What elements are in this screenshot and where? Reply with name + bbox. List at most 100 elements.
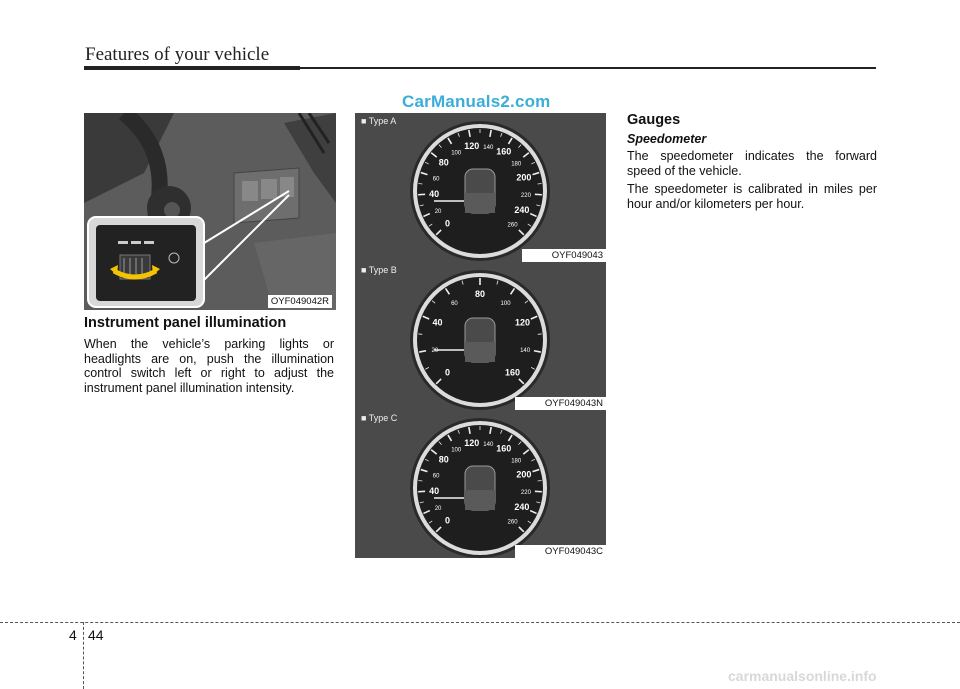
dial-tick bbox=[422, 315, 430, 320]
dial-tick bbox=[447, 434, 453, 442]
dial-label: 0 bbox=[445, 219, 450, 229]
dial-label: 100 bbox=[501, 301, 512, 307]
center-display-lower bbox=[465, 490, 495, 510]
dial-label: 200 bbox=[516, 469, 531, 479]
dial-tick bbox=[424, 161, 429, 165]
dial-tick bbox=[532, 171, 540, 176]
dial-label: 240 bbox=[514, 205, 529, 215]
dial-label: 60 bbox=[433, 473, 440, 479]
dial-tick bbox=[518, 229, 525, 236]
dial-tick bbox=[438, 441, 442, 445]
dial-tick bbox=[532, 468, 540, 473]
dial-tick bbox=[444, 288, 451, 295]
dial-tick bbox=[430, 152, 438, 158]
header-rule-accent bbox=[84, 66, 300, 70]
dial-tick bbox=[435, 378, 442, 385]
dial-tick bbox=[428, 223, 433, 227]
dial-label: 80 bbox=[439, 455, 449, 465]
watermark-top: CarManuals2.com bbox=[402, 92, 551, 111]
dial-tick bbox=[430, 449, 438, 455]
dial-tick bbox=[530, 366, 535, 370]
dial-tick bbox=[527, 520, 532, 524]
dial-label: 120 bbox=[515, 317, 530, 327]
footer-rule bbox=[0, 622, 960, 623]
dial-label: 0 bbox=[445, 516, 450, 526]
dial-tick bbox=[424, 458, 429, 462]
dial-tick bbox=[507, 434, 513, 442]
dial-label: 20 bbox=[435, 506, 442, 512]
dial-tick bbox=[527, 223, 532, 227]
speedometer-paragraph-2: The speedometer is calibrated in miles p… bbox=[627, 182, 877, 211]
dial-tick bbox=[530, 315, 538, 320]
section-heading-illumination: Instrument panel illumination bbox=[84, 315, 287, 331]
dial-tick bbox=[447, 137, 453, 145]
section-heading-gauges: Gauges bbox=[627, 112, 681, 128]
dial-label: 260 bbox=[508, 520, 519, 526]
dial-tick bbox=[435, 229, 442, 236]
dial-label: 60 bbox=[433, 176, 440, 182]
watermark-bottom: carmanualsonline.info bbox=[728, 668, 877, 684]
dial-label: 60 bbox=[451, 301, 458, 307]
dial-tick bbox=[438, 144, 442, 148]
dial-tick bbox=[533, 349, 541, 353]
dial-tick bbox=[522, 152, 530, 158]
dial-tick bbox=[419, 349, 427, 353]
figure-code: OYF049043 bbox=[521, 249, 606, 262]
dial-tick bbox=[500, 429, 503, 434]
dial-tick bbox=[457, 429, 460, 434]
dial-tick bbox=[468, 129, 471, 138]
dial-tick bbox=[518, 441, 522, 445]
dial-label: 220 bbox=[521, 490, 532, 496]
dial-tick bbox=[423, 509, 431, 515]
dial-label: 40 bbox=[429, 189, 439, 199]
dial-label: 160 bbox=[496, 444, 511, 454]
dial-label: 200 bbox=[516, 172, 531, 182]
dial-tick bbox=[423, 212, 431, 218]
dial-label: 20 bbox=[435, 209, 442, 215]
dial-tick bbox=[419, 204, 424, 207]
illumination-switch-figure: OYF049042R bbox=[84, 113, 336, 310]
dial-tick bbox=[524, 300, 529, 304]
figure-code: OYF049042R bbox=[267, 295, 332, 308]
dial-label: 140 bbox=[483, 442, 494, 448]
dial-label: 120 bbox=[464, 438, 479, 448]
dial-label: 80 bbox=[475, 289, 485, 299]
dial-tick bbox=[489, 426, 492, 435]
dial-tick bbox=[529, 212, 537, 218]
dial-label: 240 bbox=[514, 502, 529, 512]
dial-tick bbox=[468, 426, 471, 435]
type-label: ■ Type C bbox=[361, 413, 398, 423]
dial-tick bbox=[507, 137, 513, 145]
dial-tick bbox=[420, 171, 428, 176]
dial-tick bbox=[518, 526, 525, 533]
dial-tick bbox=[518, 144, 522, 148]
dial-tick bbox=[518, 378, 525, 385]
dial-tick bbox=[500, 132, 503, 137]
dial-tick bbox=[509, 288, 516, 295]
dial-tick bbox=[425, 366, 430, 370]
dial-tick bbox=[536, 501, 541, 504]
dial-label: 40 bbox=[432, 317, 442, 327]
dial-tick bbox=[531, 161, 536, 165]
page-header-title: Features of your vehicle bbox=[85, 44, 270, 65]
dial-tick bbox=[419, 501, 424, 504]
dial-label: 100 bbox=[451, 448, 462, 454]
figure-code: OYF049043N bbox=[514, 397, 606, 410]
dial-label: 140 bbox=[520, 348, 531, 354]
dial-label: 180 bbox=[511, 459, 522, 465]
dial-tick bbox=[496, 280, 499, 285]
dial-tick bbox=[420, 468, 428, 473]
dial-label: 0 bbox=[445, 368, 450, 378]
dial-label: 260 bbox=[508, 223, 519, 229]
dial-label: 120 bbox=[464, 141, 479, 151]
illumination-paragraph: When the vehicle’s parking lights or hea… bbox=[84, 337, 334, 395]
dial-tick bbox=[489, 129, 492, 138]
dial-label: 20 bbox=[432, 348, 439, 354]
dial-label: 140 bbox=[483, 145, 494, 151]
dial-label: 100 bbox=[451, 151, 462, 157]
dial-tick bbox=[529, 509, 537, 515]
